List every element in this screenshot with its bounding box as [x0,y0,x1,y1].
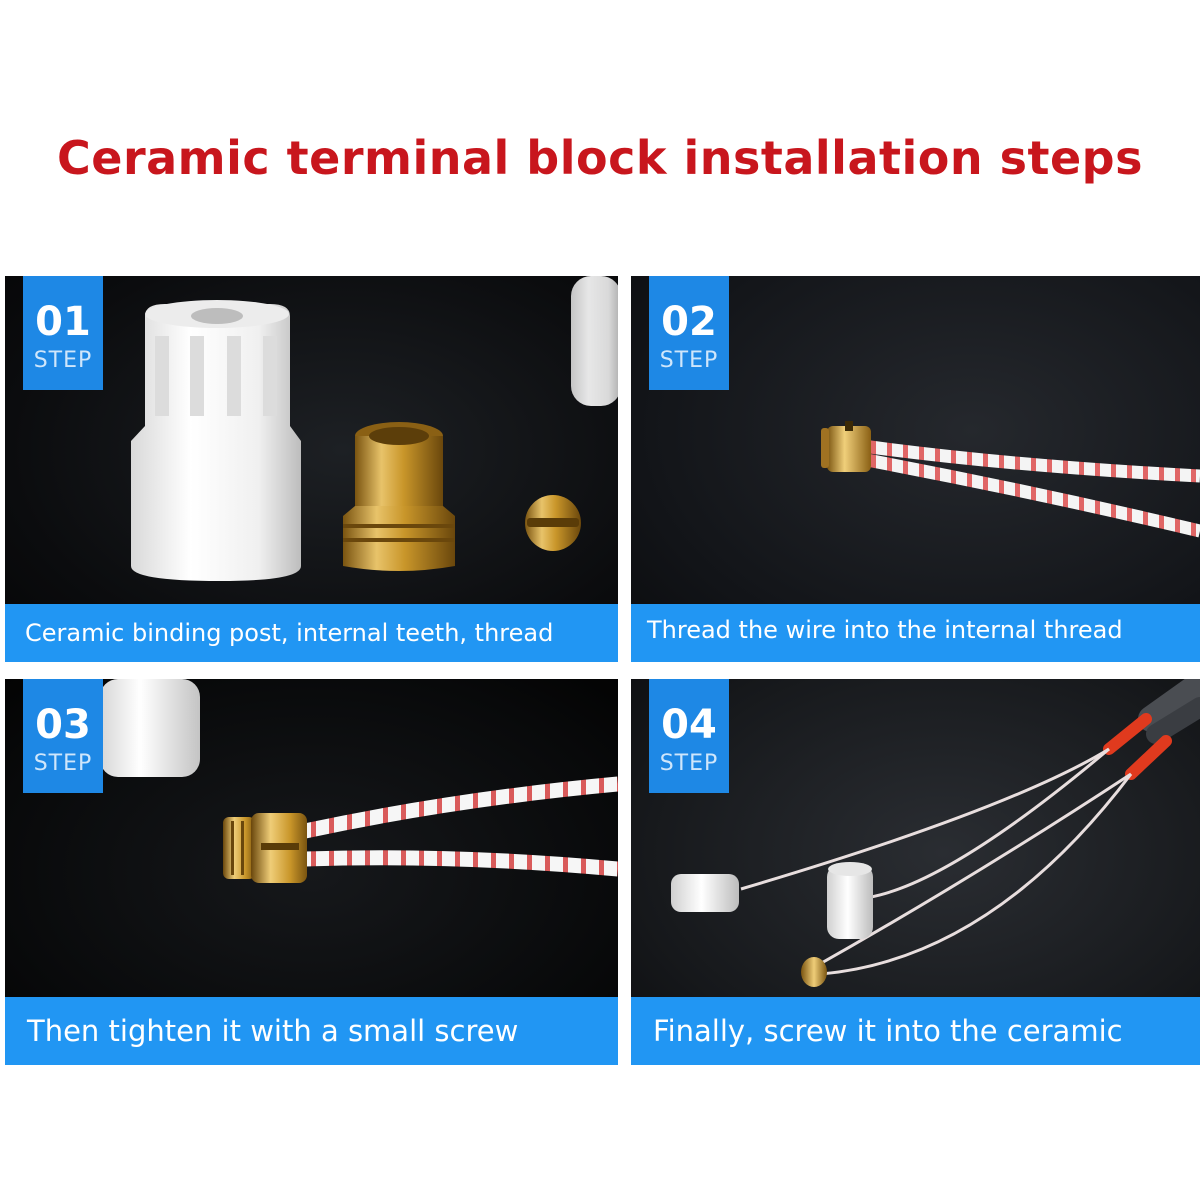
ceramic-post-illustration [131,300,301,581]
step-number: 03 [35,702,91,748]
step-caption-4: Finally, screw it into the ceramic [631,997,1200,1065]
step-number: 02 [661,299,717,345]
step-label: STEP [659,348,719,373]
page-title: Ceramic terminal block installation step… [57,131,1143,185]
step-number: 01 [35,299,91,345]
step-badge-4: 04 STEP [649,679,729,793]
step-2-photo [821,421,1200,538]
step-badge-1: 01 STEP [23,276,103,390]
brass-insert-illustration [801,957,827,987]
step-1-photo [131,276,618,581]
step-badge-3: 03 STEP [23,679,103,793]
step-panel-2: 02 STEP Thread the wire into the interna… [631,276,1200,662]
step-panel-4: 04 STEP Finally, screw it into the ceram… [631,679,1200,1065]
brass-insert-illustration [821,421,871,472]
step-label: STEP [659,751,719,776]
step-panel-1: 01 STEP Ceramic binding post, internal t… [5,276,618,662]
brass-insert-illustration [343,422,455,571]
brass-insert-illustration [223,813,307,883]
step-4-photo [671,679,1200,987]
step-number: 04 [661,702,717,748]
step-3-photo [100,679,618,883]
ceramic-post-illustration [671,862,873,939]
step-label: STEP [33,348,93,373]
step-caption-1: Ceramic binding post, internal teeth, th… [5,604,618,662]
small-screw-illustration [525,495,581,551]
step-label: STEP [33,751,93,776]
step-caption-3: Then tighten it with a small screw [5,997,618,1065]
step-caption-2: Thread the wire into the internal thread [631,604,1200,662]
step-panel-3: 03 STEP Then tighten it with a small scr… [5,679,618,1065]
step-badge-2: 02 STEP [649,276,729,390]
